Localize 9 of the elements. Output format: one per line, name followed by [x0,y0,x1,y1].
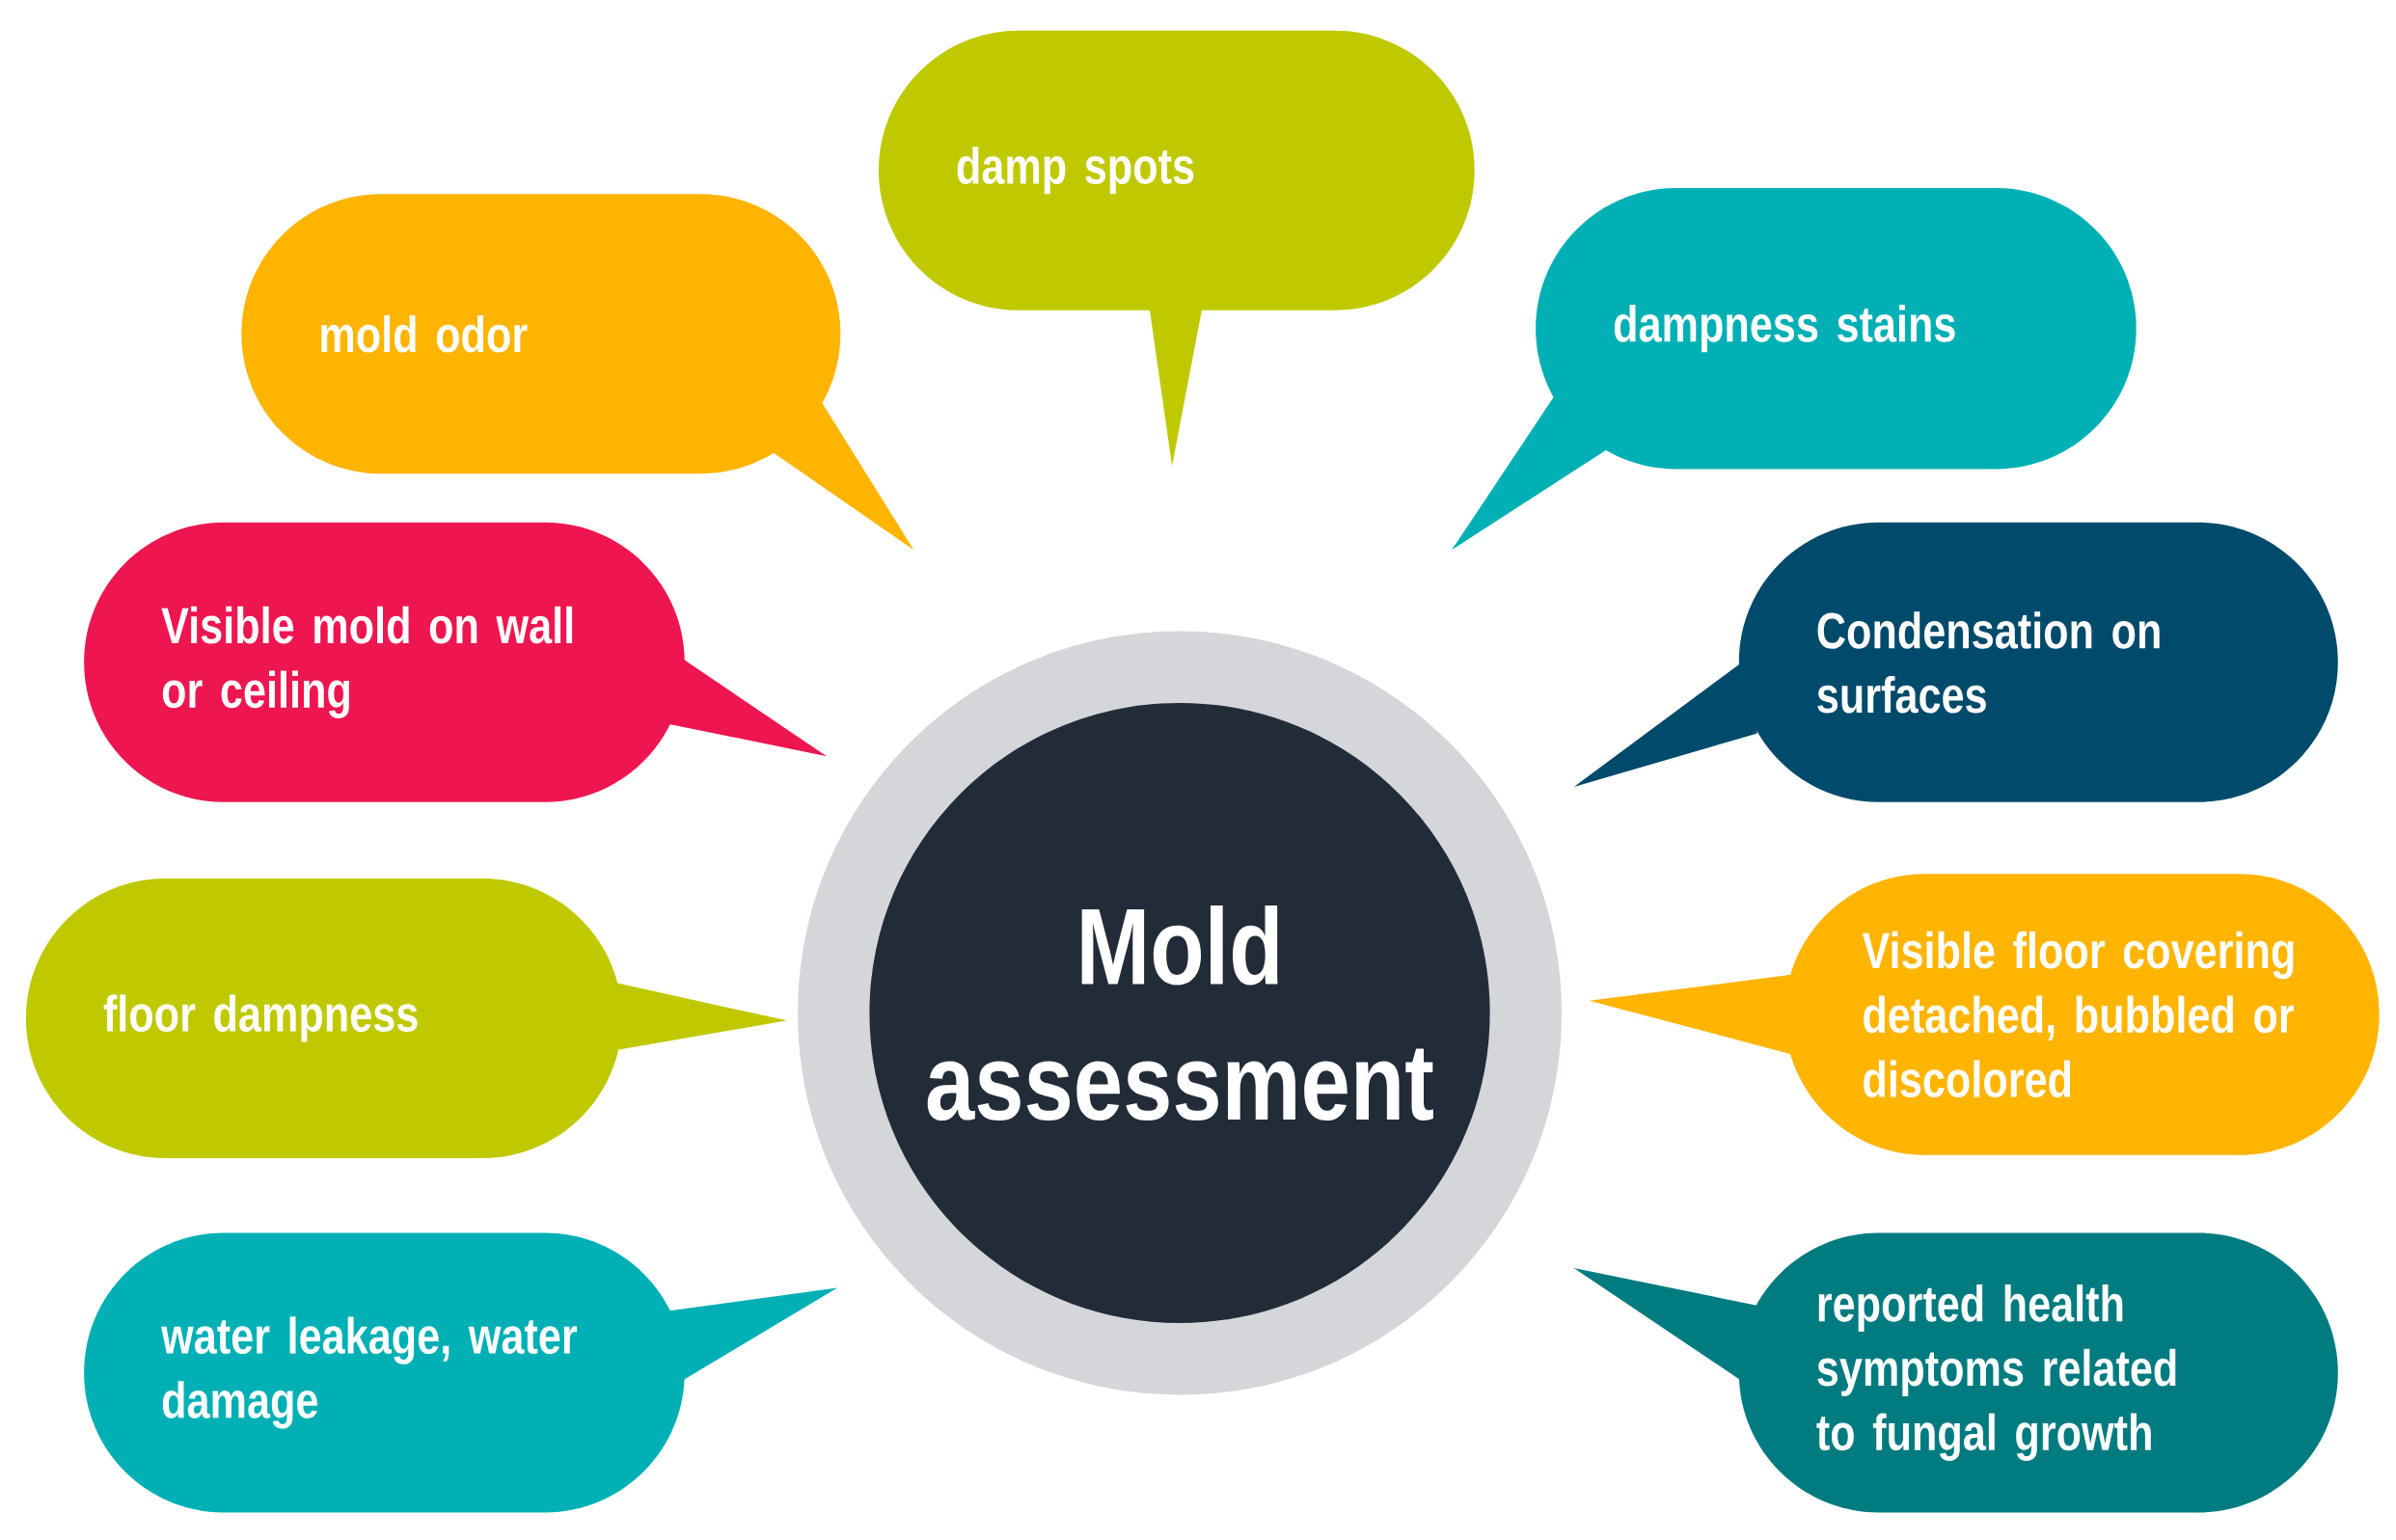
speech-bubble: Visible floor covering detached, bubbled or discolored [1589,874,2380,1155]
speech-bubble: Condensation on surfaces [1573,522,2338,802]
speech-bubble: Visible mold on wall or ceiling [84,522,827,802]
speech-bubble: dampness stains [1452,188,2137,551]
speech-bubble: reported health symptoms related to fungal growth [1573,1232,2338,1513]
speech-bubble: damp spots [878,30,1475,467]
speech-bubble: water leakage, water damage [84,1232,838,1513]
speech-bubble: mold odor [241,194,914,551]
speech-bubble: floor dampness [25,878,787,1158]
